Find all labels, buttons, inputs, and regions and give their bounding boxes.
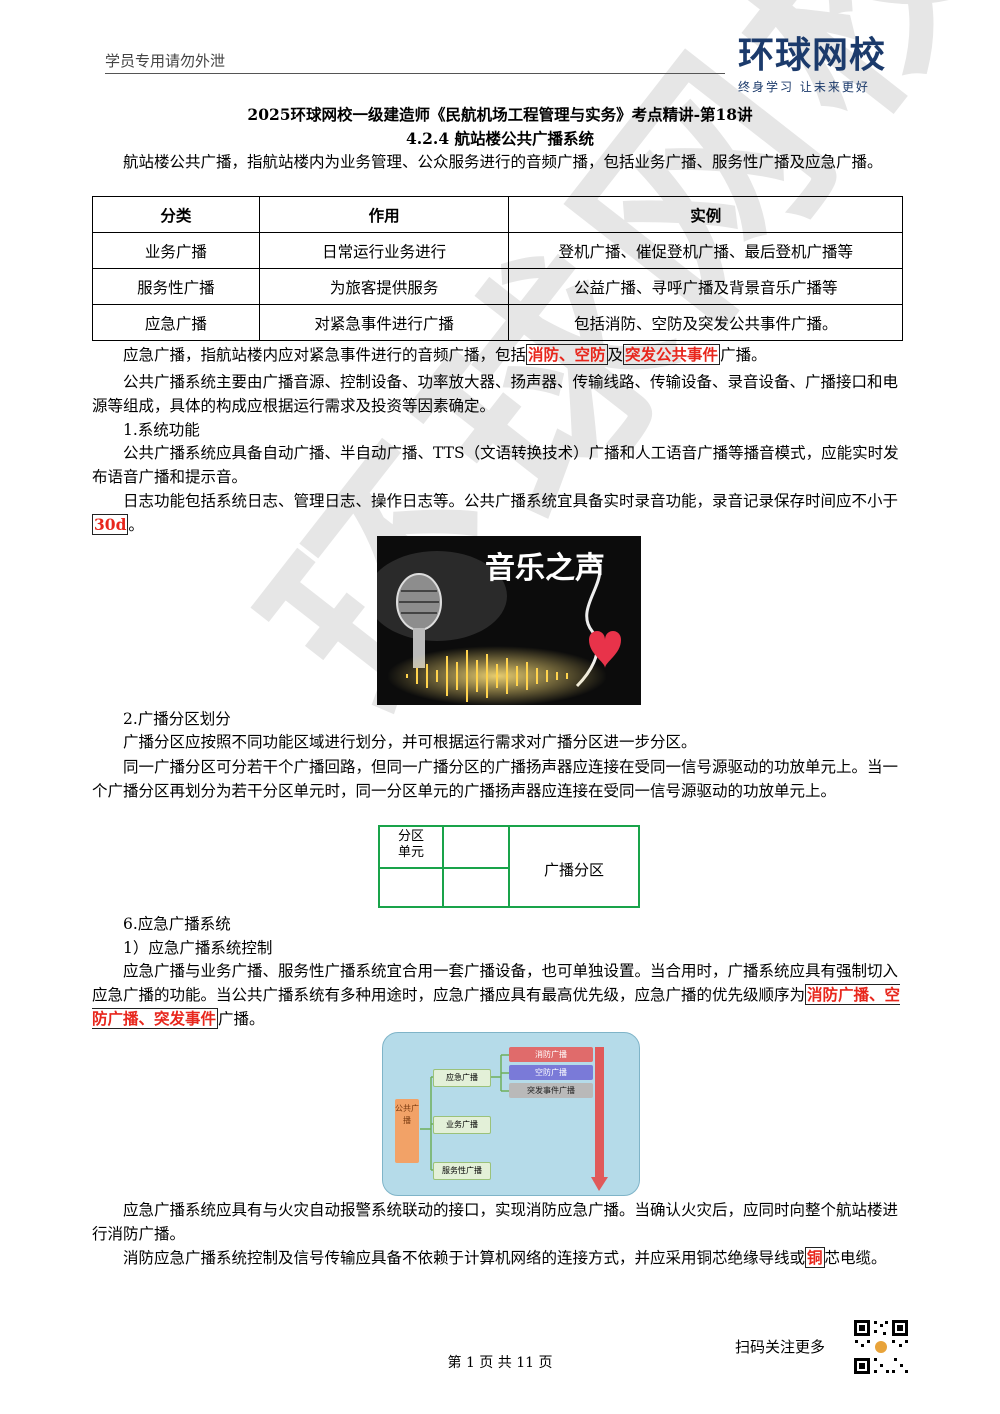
header-rule <box>105 73 725 74</box>
control-paragraph: 应急广播与业务广播、服务性广播系统宜合用一套广播设备，也可单独设置。当合用时，广… <box>92 959 910 1031</box>
log-paragraph: 日志功能包括系统日志、管理日志、操作日志等。公共广播系统宜具备实时录音功能，录音… <box>92 489 910 537</box>
logo-main: 环球网校 <box>738 35 887 76</box>
zone-unit-cell <box>442 867 510 908</box>
highlight-copper: 铜 <box>805 1247 825 1268</box>
composition-paragraph: 公共广播系统主要由广播音源、控制设备、功率放大器、扬声器、传输线路、传输设备、录… <box>92 373 899 415</box>
highlight-priority-order: 消防广播、空防广播、突发事件 <box>92 984 901 1029</box>
text-span: 应急广播，指航站楼内应对紧急事件进行的音频广播，包括 <box>123 346 527 364</box>
qr-code-icon <box>852 1318 910 1376</box>
table-row: 应急广播 对紧急事件进行广播 包括消防、空防及突发公共事件广播。 <box>92 304 903 341</box>
music-image: 音乐之声 <box>377 536 641 705</box>
table-cell: 应急广播 <box>92 304 260 341</box>
table-cell: 公益广播、寻呼广播及背景音乐广播等 <box>508 268 903 305</box>
table-cell: 为旅客提供服务 <box>258 268 510 305</box>
table-row: 服务性广播 为旅客提供服务 公益广播、寻呼广播及背景音乐广播等 <box>92 268 903 305</box>
text-span: 广播。 <box>218 1010 265 1028</box>
page-footer: 第 1 页 共 11 页 <box>447 1355 553 1371</box>
table-cell: 登机广播、催促登机广播、最后登机广播等 <box>508 232 903 269</box>
diagram-connectors <box>420 1047 608 1191</box>
heading-emergency-control: 1）应急广播系统控制 <box>123 939 273 957</box>
priority-diagram: 公共广播 应急广播 业务广播 服务性广播 消防广播 空防广播 突发事件广播 <box>382 1032 640 1196</box>
text-span: 应急广播与业务广播、服务性广播系统宜合用一套广播设备，也可单独设置。当合用时，广… <box>92 962 899 1004</box>
heading-system-function: 1.系统功能 <box>123 421 200 439</box>
heading-emergency-system: 6.应急广播系统 <box>123 915 231 933</box>
zone-unit-cell <box>442 825 510 869</box>
broadcast-zone-label: 广播分区 <box>543 861 604 879</box>
text-span: 及 <box>607 346 624 364</box>
zone-unit-cell <box>378 867 444 908</box>
qr-code[interactable] <box>852 1318 910 1376</box>
table-header-cell: 作用 <box>258 196 510 233</box>
text-span: 芯电缆。 <box>824 1249 887 1267</box>
broadcast-zone-cell: 广播分区 <box>508 825 640 908</box>
table-cell: 包括消防、空防及突发公共事件广播。 <box>508 304 903 341</box>
highlight-fire-air: 消防、空防 <box>526 344 608 365</box>
header-note: 学员专用请勿外泄 <box>105 52 226 70</box>
heading-zone-division: 2.广播分区划分 <box>123 710 231 728</box>
diagram-air: 空防广播 <box>509 1065 593 1080</box>
function-paragraph: 公共广播系统应具备自动广播、半自动广播、TTS（文语转换技术）广播和人工语音广播… <box>92 444 899 486</box>
music-illustration: 音乐之声 <box>377 536 641 705</box>
diagram-fire: 消防广播 <box>509 1047 593 1062</box>
table-cell: 业务广播 <box>92 232 260 269</box>
highlight-public-event: 突发公共事件 <box>623 344 721 365</box>
text-span: 消防应急广播系统控制及信号传输应具备不依赖于计算机网络的连接方式，并应采用铜芯绝… <box>123 1249 806 1267</box>
table-header-cell: 实例 <box>508 196 903 233</box>
zone-paragraph-2: 同一广播分区可分若干个广播回路，但同一广播分区的广播扬声器应连接在受同一信号源驱… <box>92 758 899 800</box>
diagram-sudden: 突发事件广播 <box>509 1083 593 1098</box>
heart-icon <box>589 631 621 668</box>
table-header-cell: 分类 <box>92 196 260 233</box>
section-title: 4.2.4 航站楼公共广播系统 <box>405 129 595 148</box>
cable-paragraph: 消防应急广播系统控制及信号传输应具备不依赖于计算机网络的连接方式，并应采用铜芯绝… <box>92 1246 910 1270</box>
zone-unit-label: 分区单元 <box>398 829 425 860</box>
text-span: 。 <box>128 516 144 534</box>
logo: 环球网校 终身学习 让未来更好 <box>738 36 918 95</box>
qr-caption: 扫码关注更多 <box>735 1338 826 1356</box>
table-cell: 服务性广播 <box>92 268 260 305</box>
table-cell: 对紧急事件进行广播 <box>258 304 510 341</box>
table-row: 业务广播 日常运行业务进行 登机广播、催促登机广播、最后登机广播等 <box>92 232 903 269</box>
diagram-root: 公共广播 <box>395 1099 419 1163</box>
document-title: 2025环球网校一级建造师《民航机场工程管理与实务》考点精讲-第18讲 <box>247 105 753 124</box>
diagram-emergency: 应急广播 <box>433 1069 491 1087</box>
music-caption: 音乐之声 <box>485 551 605 586</box>
highlight-30d: 30d <box>92 514 129 535</box>
text-span: 日志功能包括系统日志、管理日志、操作日志等。公共广播系统宜具备实时录音功能，录音… <box>123 492 899 510</box>
diagram-service: 服务性广播 <box>433 1162 491 1180</box>
broadcast-classification-table: 分类 作用 实例 业务广播 日常运行业务进行 登机广播、催促登机广播、最后登机广… <box>92 196 903 341</box>
logo-sub: 终身学习 让未来更好 <box>738 80 870 94</box>
emergency-definition-paragraph: 应急广播，指航站楼内应对紧急事件进行的音频广播，包括消防、空防及突发公共事件广播… <box>92 343 910 367</box>
table-header-row: 分类 作用 实例 <box>92 196 903 233</box>
diagram-business: 业务广播 <box>433 1116 491 1134</box>
table-cell: 日常运行业务进行 <box>258 232 510 269</box>
zone-unit-cell: 分区单元 <box>378 825 444 869</box>
text-span: 广播。 <box>720 346 767 364</box>
zone-paragraph-1: 广播分区应按照不同功能区域进行划分，并可根据运行需求对广播分区进一步分区。 <box>123 733 697 751</box>
intro-paragraph: 航站楼公共广播，指航站楼内为业务管理、公众服务进行的音频广播，包括业务广播、服务… <box>123 153 883 171</box>
zone-diagram: 分区单元 广播分区 <box>378 825 640 908</box>
fire-linkage-paragraph: 应急广播系统应具有与火灾自动报警系统联动的接口，实现消防应急广播。当确认火灾后，… <box>92 1201 899 1243</box>
